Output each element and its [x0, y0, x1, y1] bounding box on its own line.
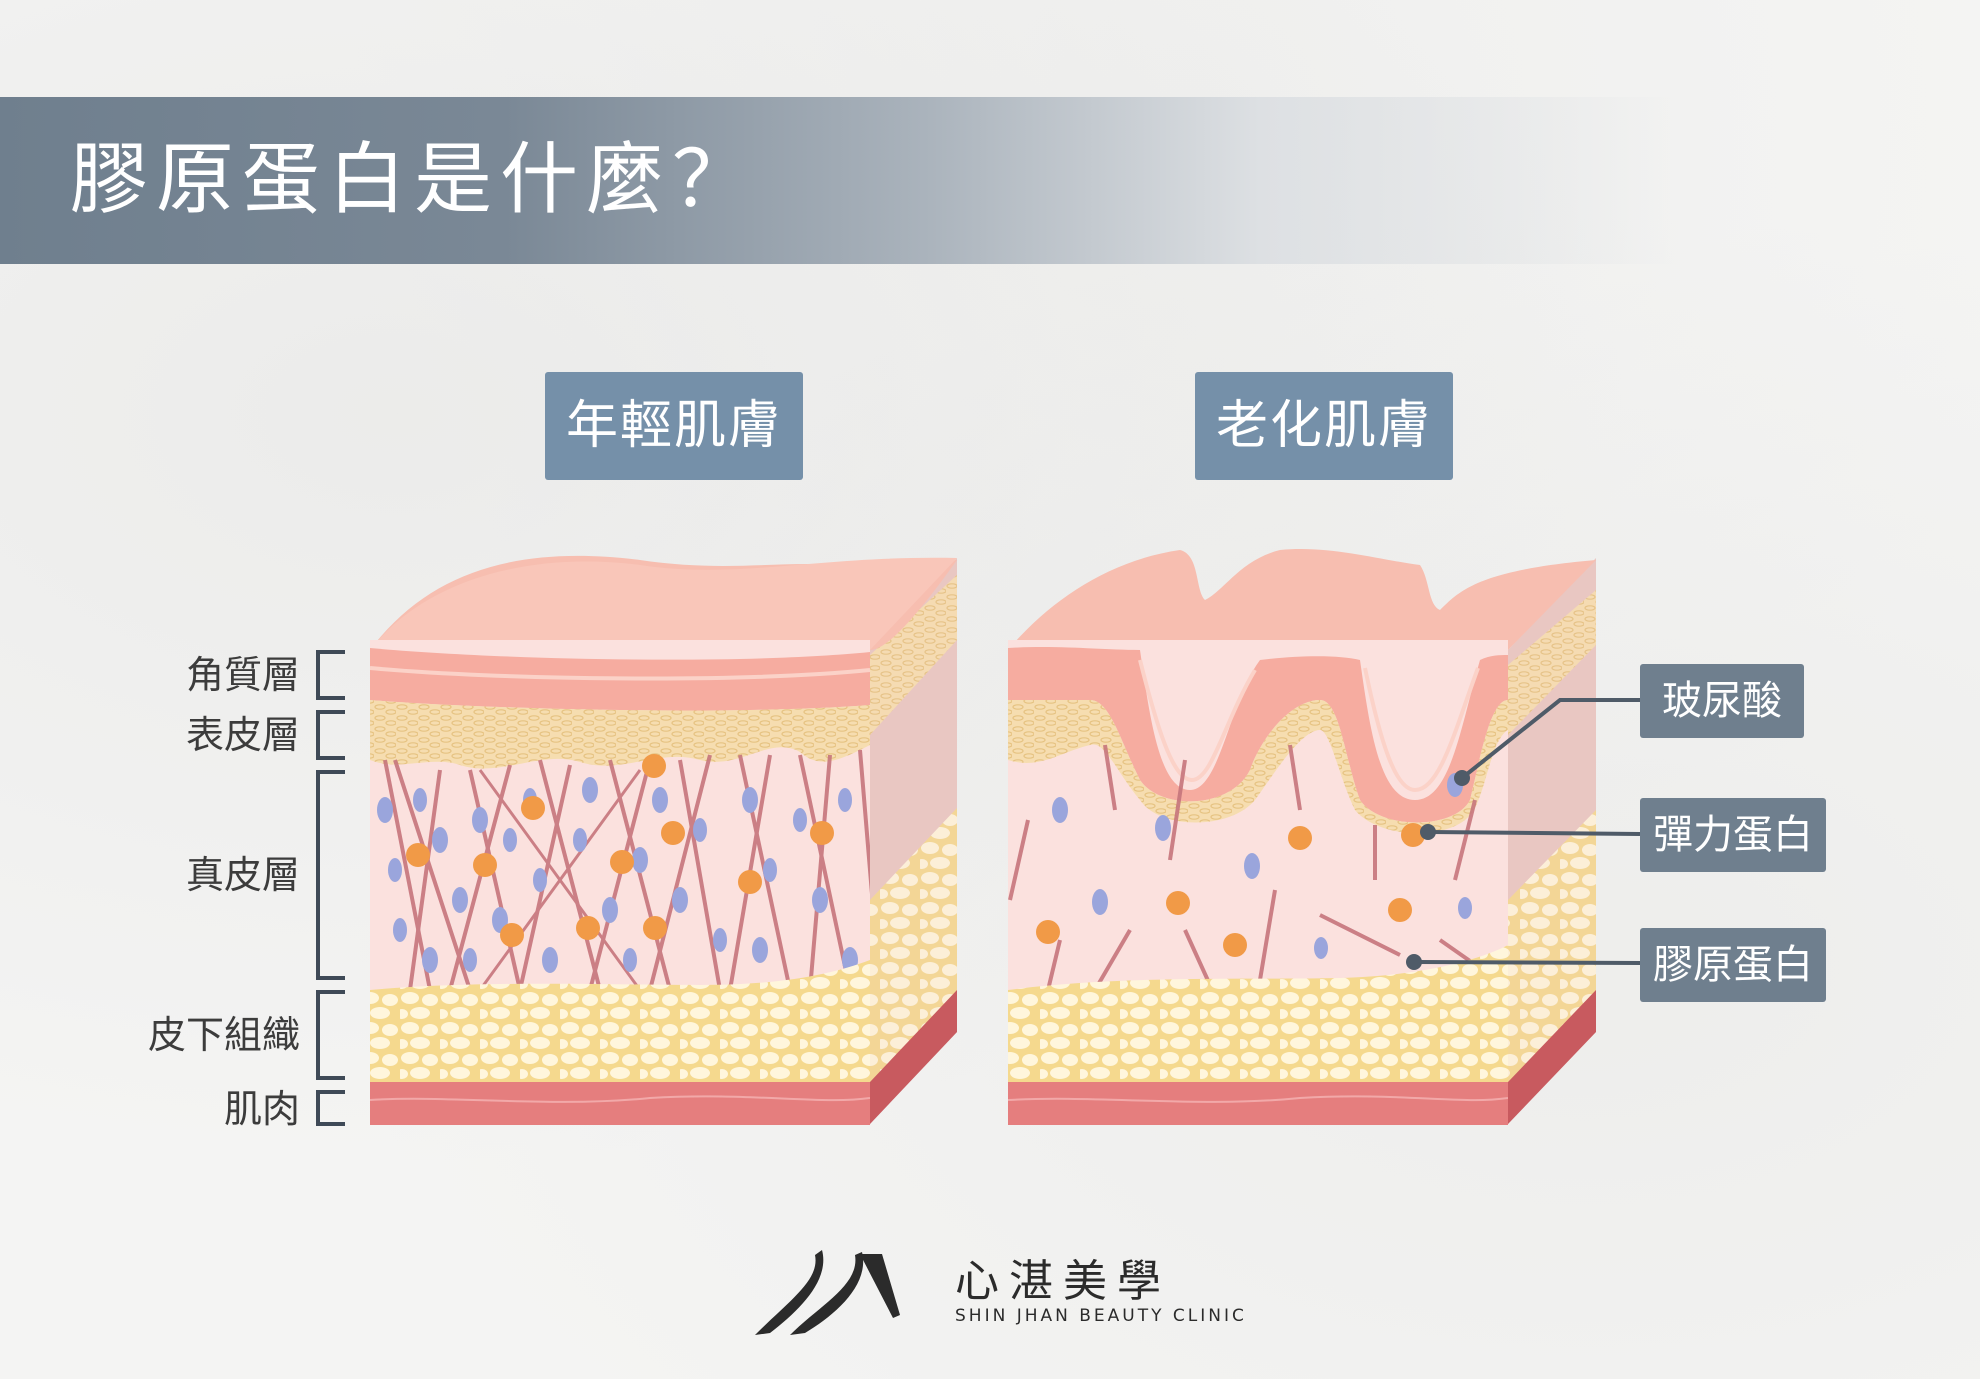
label-subcutaneous: 皮下組織: [147, 1013, 300, 1057]
aged-top-surface: [1008, 548, 1596, 650]
label-muscle: 肌肉: [223, 1087, 300, 1131]
aged-skin-tag: 老化肌膚: [1195, 372, 1453, 480]
young-collagen-fibers: [383, 749, 870, 991]
layer-brackets: [316, 650, 345, 1126]
brand-logo-icon: [755, 1250, 900, 1335]
brand-name-en: SHIN JHAN BEAUTY CLINIC: [955, 1306, 1247, 1326]
label-epidermis: 表皮層: [185, 713, 300, 757]
label-dermis: 真皮層: [185, 853, 300, 897]
young-elastin-dots: [406, 754, 834, 947]
aged-elastin-dots: [1036, 823, 1425, 957]
aged-skin-block: [1008, 548, 1596, 1125]
page-title: 膠原蛋白是什麼？: [70, 135, 759, 225]
young-skin-tag: 年輕肌膚: [545, 372, 803, 480]
aged-hyaluronic-blobs: [1052, 773, 1472, 959]
legend-leaders: [1417, 698, 1641, 965]
aged-collagen-fibers: [1008, 744, 1492, 992]
young-hyaluronic-blobs: [377, 777, 858, 973]
legend-pointer-dots: [1406, 770, 1470, 970]
label-stratum-corneum: 角質層: [185, 653, 300, 697]
young-skin-block: [370, 555, 957, 1125]
legend-hyaluronic-acid: 玻尿酸: [1640, 664, 1804, 738]
title-banner: [0, 97, 1680, 264]
legend-elastin: 彈力蛋白: [1640, 798, 1826, 872]
brand-name-cn: 心湛美學: [955, 1256, 1171, 1307]
legend-collagen: 膠原蛋白: [1640, 928, 1826, 1002]
